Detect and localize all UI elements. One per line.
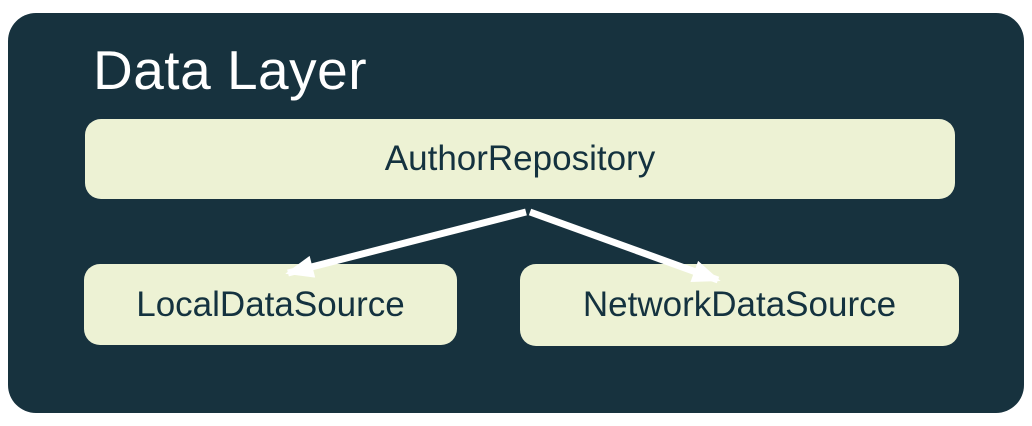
data-layer-card: Data Layer — [8, 13, 1024, 413]
node-local-data-source-label: LocalDataSource — [136, 284, 405, 324]
node-local-data-source: LocalDataSource — [84, 264, 457, 345]
node-network-data-source-label: NetworkDataSource — [582, 285, 897, 324]
node-network-data-source: NetworkDataSource — [520, 264, 959, 346]
node-author-repository-label: AuthorRepository — [384, 139, 656, 178]
diagram-title: Data Layer — [93, 39, 368, 101]
node-author-repository: AuthorRepository — [85, 119, 955, 199]
